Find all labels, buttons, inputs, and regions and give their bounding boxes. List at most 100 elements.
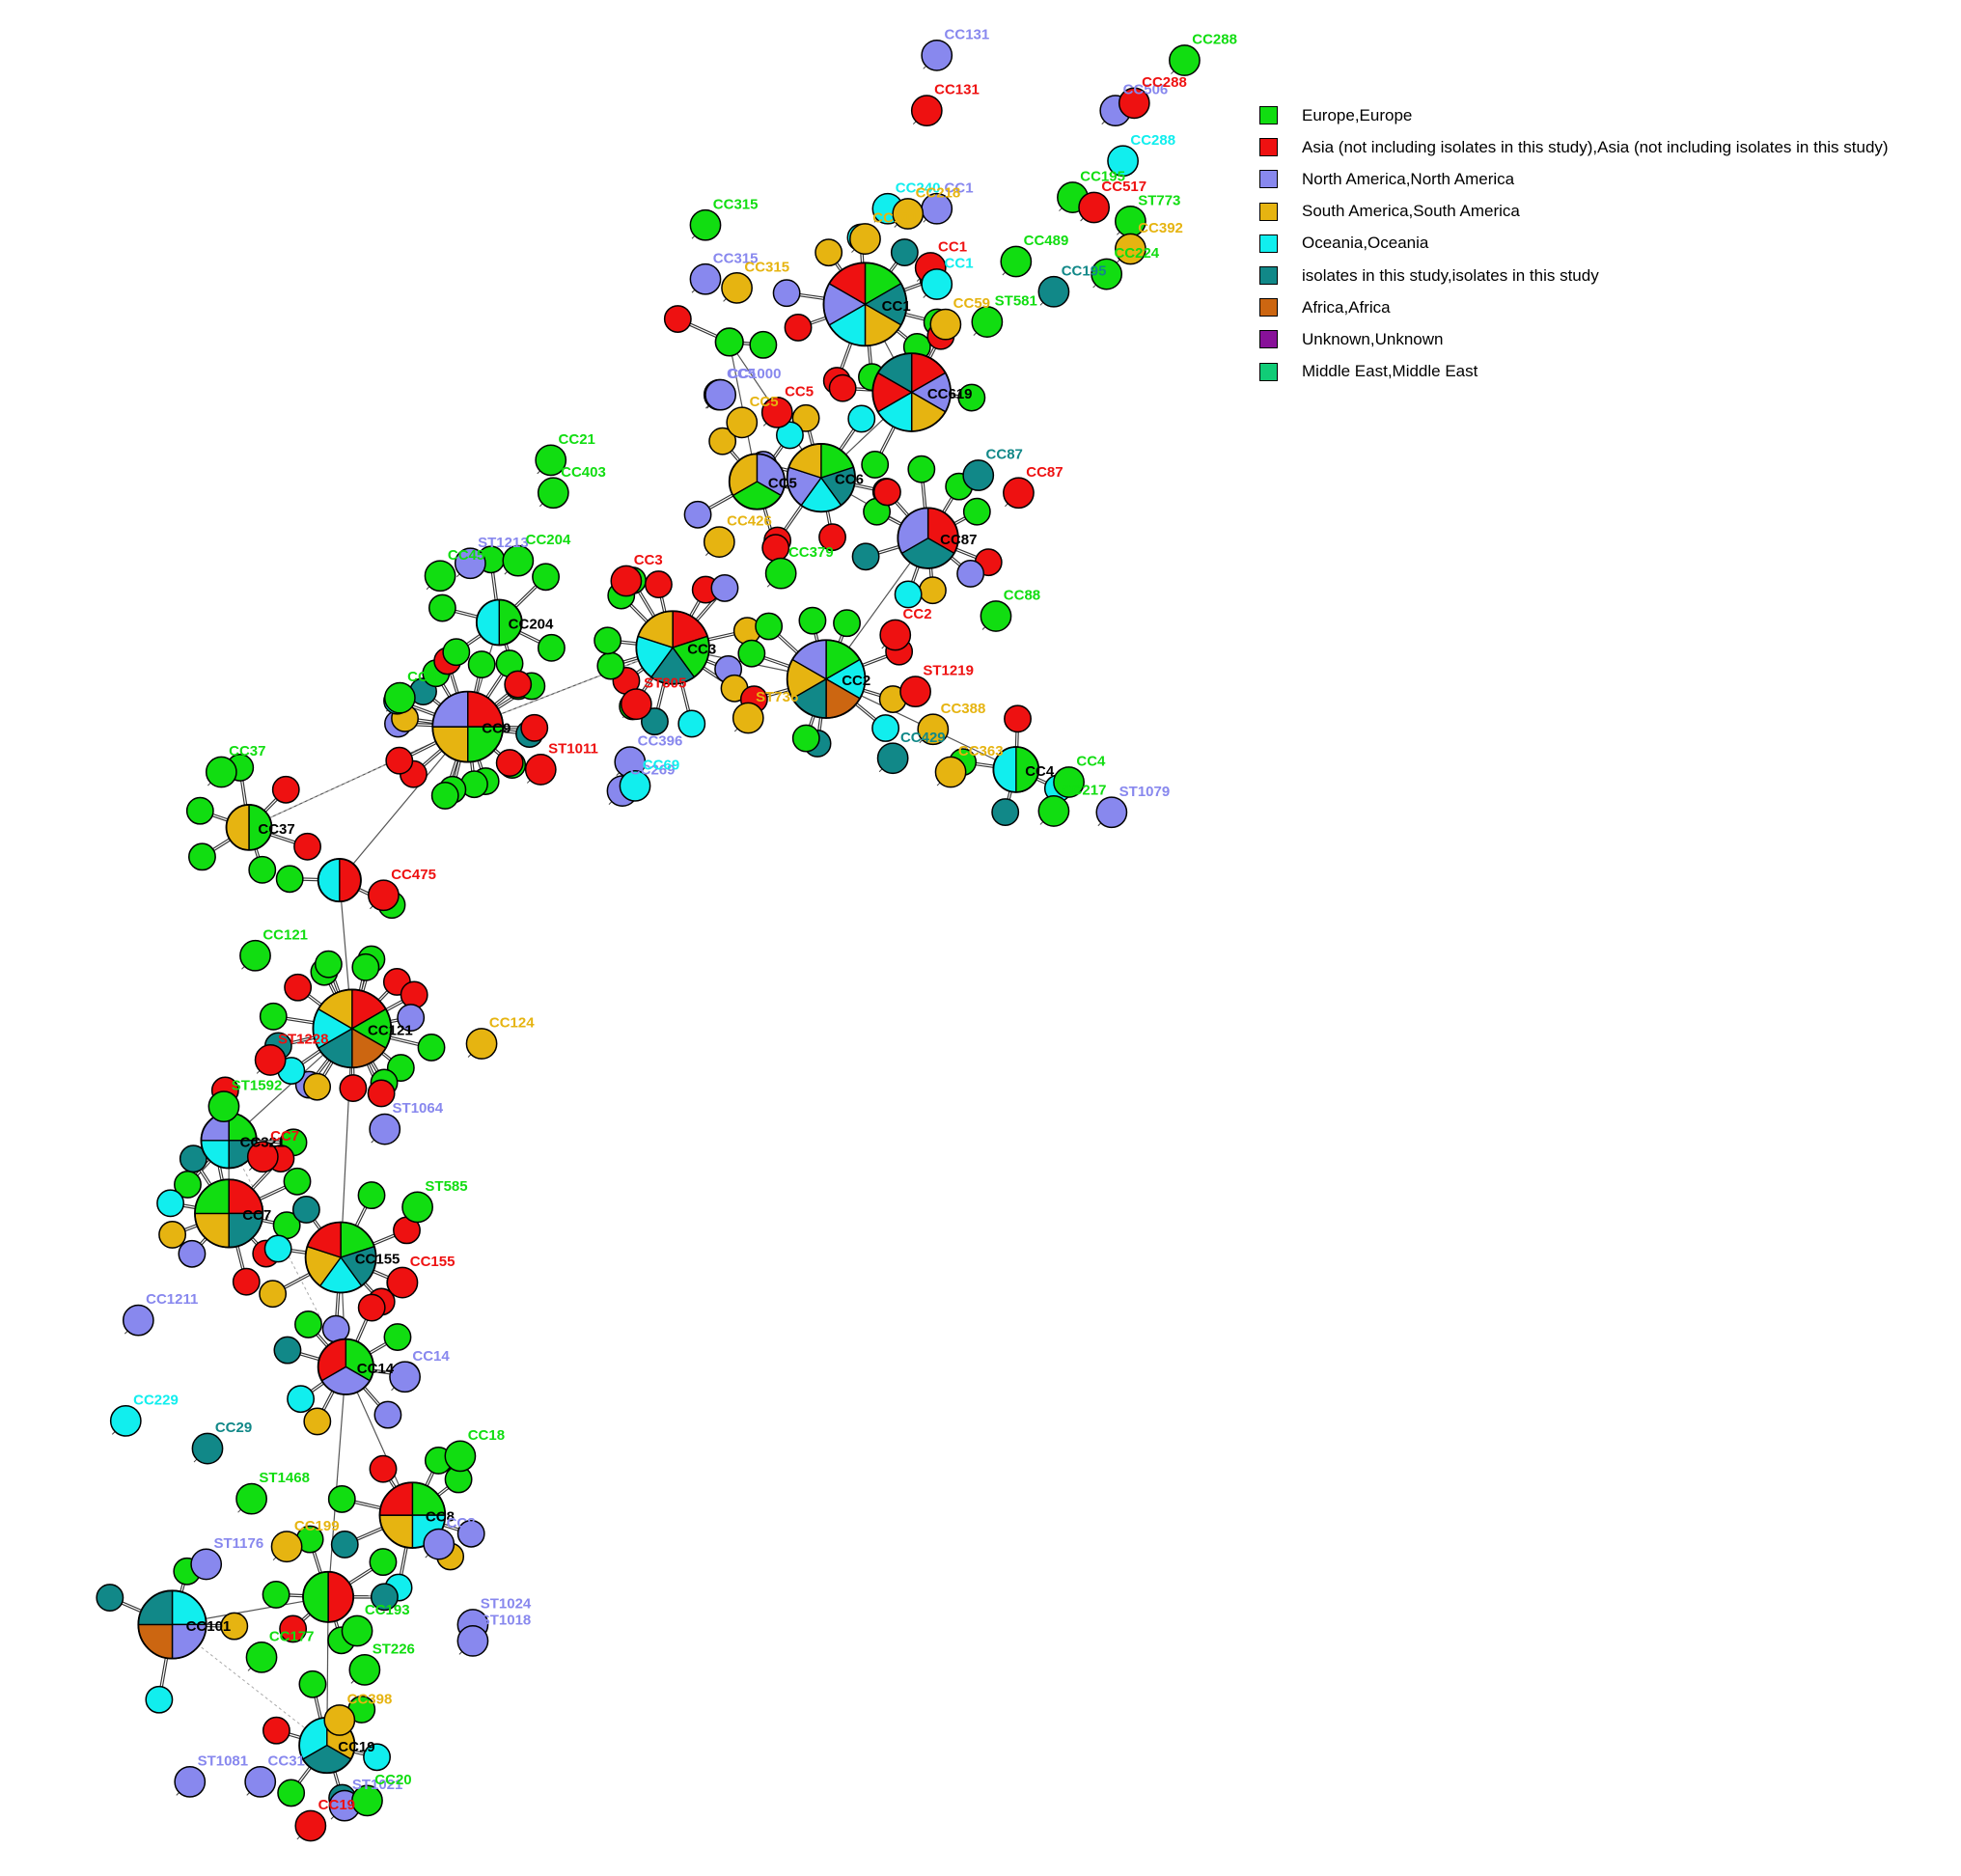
hub-node (728, 453, 786, 510)
node-label: CC506 (1123, 82, 1169, 98)
edge (327, 1366, 346, 1597)
satellite-node (96, 1584, 124, 1613)
labelled-node (454, 547, 486, 580)
satellite-node (262, 1580, 290, 1609)
node-label: ST1018 (481, 1612, 532, 1628)
node-label: CC19 (318, 1797, 355, 1813)
satellite-node (330, 1531, 359, 1559)
labelled-node (1037, 275, 1070, 308)
labelled-node (1053, 766, 1085, 798)
hub-label: CC87 (940, 532, 977, 548)
node-label: CC426 (727, 513, 772, 530)
node-label: CC392 (1138, 220, 1183, 236)
satellite-node (271, 775, 300, 804)
pie-outline (378, 1481, 447, 1549)
node-label: CC193 (365, 1602, 410, 1618)
node-label: CC398 (347, 1692, 393, 1708)
node-label: CC177 (269, 1628, 315, 1644)
legend-label: Europe,Europe (1302, 105, 1413, 124)
labelled-node (254, 1044, 287, 1076)
hub-label: CC121 (368, 1022, 413, 1038)
labelled-node (245, 1641, 278, 1673)
hub-label: CC155 (355, 1252, 400, 1268)
satellite-node (504, 670, 533, 699)
pie-outline (822, 262, 908, 347)
pie-outline (475, 598, 523, 647)
dotted-edge (467, 647, 674, 728)
pie-slice (317, 858, 341, 902)
satellite-node (156, 1189, 185, 1218)
node-label: CC4 (1076, 754, 1106, 770)
node-label: CC403 (561, 464, 606, 481)
satellite-node (894, 580, 923, 609)
node-label: ST1468 (259, 1470, 310, 1486)
node-label: CC429 (900, 730, 946, 746)
satellite-node (890, 238, 919, 266)
node-label: ST581 (995, 293, 1037, 310)
hub-label: CC321 (240, 1134, 286, 1150)
node-label: ST585 (425, 1178, 467, 1195)
node-label: ST805 (644, 676, 686, 692)
labelled-node (401, 1191, 433, 1224)
satellite-node (248, 855, 277, 884)
legend-swatch (1259, 266, 1278, 286)
node-label: CC1 (945, 179, 974, 196)
legend-label: North America,North America (1302, 169, 1515, 188)
pie-outline (302, 1570, 355, 1623)
labelled-node (721, 272, 753, 304)
satellite-node (397, 1004, 426, 1032)
satellite-node (417, 1033, 446, 1062)
satellite-node (956, 560, 985, 588)
node-label: CC18 (468, 1427, 505, 1444)
satellite-node (291, 1196, 320, 1224)
satellite-node (467, 650, 496, 678)
node-label: CC155 (410, 1254, 456, 1270)
satellite-node (262, 1716, 290, 1745)
labelled-node (1095, 796, 1128, 829)
legend-item: Unknown,Unknown (1259, 323, 1889, 355)
network-diagram: CC1CC619CC6CC5CC87CC3CC2CC4CC9CC204CC37C… (96, 26, 1237, 1842)
node-label: CC1211 (146, 1291, 198, 1308)
satellite-node (872, 478, 901, 507)
labelled-node (191, 1432, 224, 1465)
labelled-node (1118, 87, 1150, 120)
node-label: CC315 (744, 259, 789, 275)
hub-node (822, 262, 908, 347)
labelled-node (760, 396, 793, 428)
hub-node (194, 1178, 264, 1249)
labelled-node (205, 756, 237, 788)
labelled-node (389, 1361, 421, 1393)
node-label: ST1081 (198, 1752, 249, 1769)
satellite-node (957, 383, 986, 412)
pie-outline (431, 690, 505, 763)
labelled-node (619, 769, 651, 802)
legend-swatch (1259, 362, 1278, 381)
legend-swatch (1259, 298, 1278, 317)
node-label: CC9 (407, 669, 436, 685)
satellite-node (755, 612, 784, 641)
hub-node (786, 639, 867, 719)
labelled-node (610, 565, 643, 597)
node-label: CC14 (412, 1348, 450, 1365)
hub-node (714, 327, 744, 357)
satellite-node (919, 576, 947, 605)
labelled-node (323, 1704, 356, 1736)
satellite-node (683, 500, 712, 529)
legend-label: South America,South America (1302, 202, 1520, 221)
satellite-node (815, 238, 843, 267)
satellite-node (351, 952, 380, 981)
node-label: CC29 (215, 1420, 252, 1436)
labelled-node (424, 560, 456, 593)
satellite-node (287, 1385, 316, 1414)
hub-node (475, 598, 523, 647)
labelled-node (971, 306, 1004, 338)
pie-outline (137, 1589, 207, 1660)
satellite-node (303, 1072, 332, 1101)
labelled-node (980, 600, 1012, 632)
satellite-node (370, 1583, 399, 1612)
hub-label: CC1 (882, 298, 911, 315)
pie-outline (304, 1221, 377, 1294)
pie-slice (339, 858, 362, 902)
node-label: CC517 (1101, 179, 1146, 195)
labelled-node (244, 1765, 277, 1798)
